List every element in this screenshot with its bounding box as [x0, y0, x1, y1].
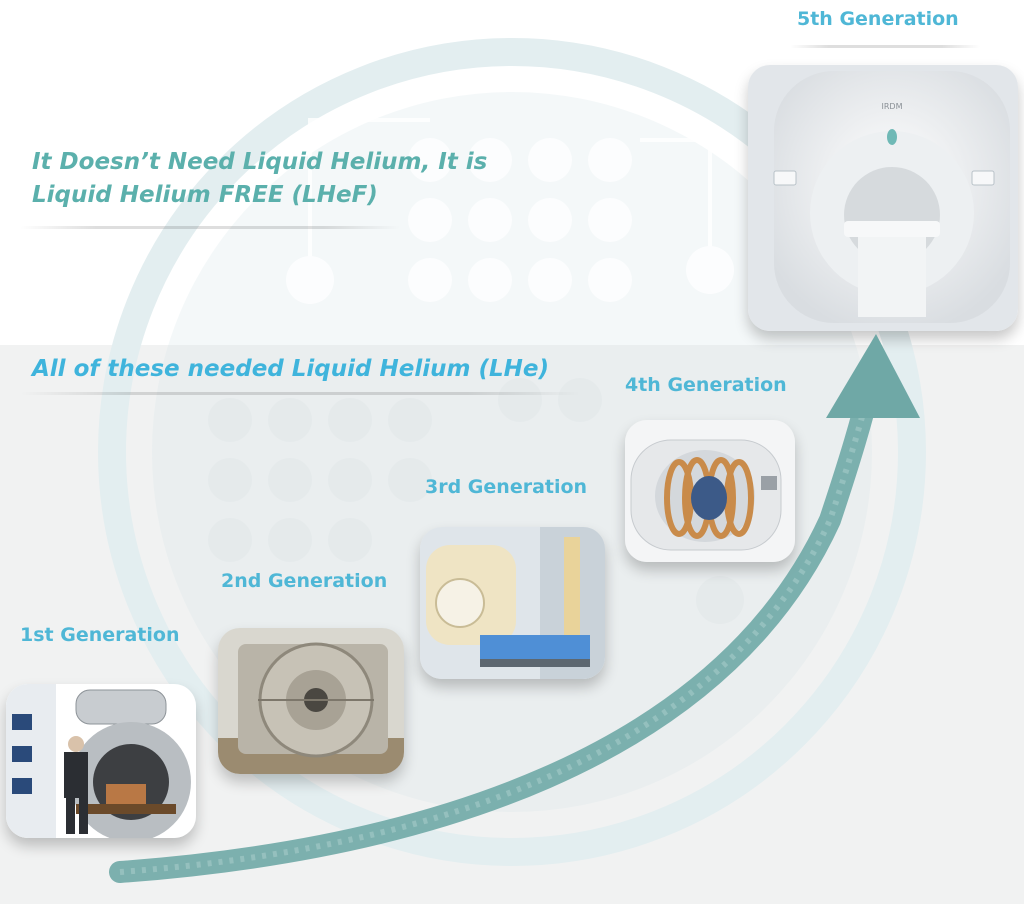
fourth-generation-mri-cutaway	[625, 420, 795, 562]
headline-underline	[20, 226, 400, 229]
generation-label-3: 3rd Generation	[425, 476, 588, 498]
third-generation-mri-photo	[420, 527, 605, 679]
subheadline: All of these needed Liquid Helium (LHe)	[32, 356, 549, 382]
fifth-generation-mri-scanner: IRDM	[748, 65, 1018, 331]
generation-label-1: 1st Generation	[20, 624, 180, 646]
headline: It Doesn’t Need Liquid Helium, It is Liq…	[32, 146, 552, 212]
scanner-logo: IRDM	[882, 102, 903, 111]
headline-line-1: It Doesn’t Need Liquid Helium, It is	[32, 149, 488, 175]
generation-label-4: 4th Generation	[625, 374, 787, 396]
generation-5-underline	[790, 45, 980, 48]
subheadline-underline	[20, 392, 580, 395]
generation-label-5: 5th Generation	[797, 8, 959, 30]
generation-label-2: 2nd Generation	[221, 570, 388, 592]
first-generation-mri-photo	[6, 684, 196, 838]
headline-line-2: Liquid Helium FREE (LHeF)	[32, 182, 378, 208]
second-generation-mri-photo	[218, 628, 404, 774]
